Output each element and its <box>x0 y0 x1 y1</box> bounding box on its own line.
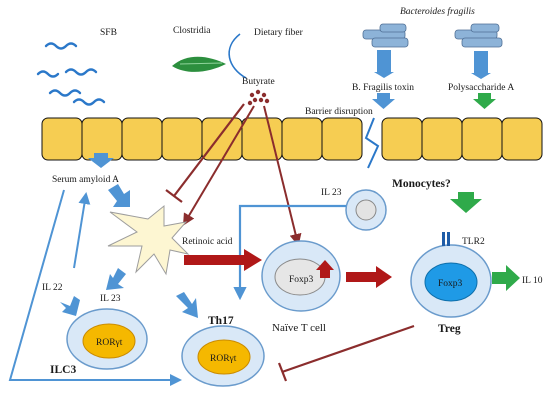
sfb-bacteria-icon <box>36 42 106 106</box>
dietary-fiber-icon <box>228 33 247 79</box>
butyrate-to-dc-arrow <box>182 105 255 226</box>
label-bacteroides: Bacteroides fragilis <box>400 6 475 17</box>
treg-cell <box>410 244 492 318</box>
label-tlr2: TLR2 <box>462 237 485 247</box>
label-foxp3-treg: Foxp3 <box>438 279 463 289</box>
label-sfb: SFB <box>100 28 117 38</box>
saa-arrow <box>108 184 130 207</box>
tlr2-receptor-icon <box>442 232 450 246</box>
ilc3-cell <box>66 308 148 370</box>
sfb-down-arrow <box>88 153 114 168</box>
retinoic-acid-arrow <box>184 249 262 271</box>
il23-monocyte-line <box>233 204 346 301</box>
naive-to-treg-arrow <box>346 266 392 288</box>
label-saa: Serum amyloid A <box>52 175 119 185</box>
label-ilc3: ILC3 <box>50 364 76 376</box>
butyrate-to-foxp3-arrow <box>263 105 302 246</box>
label-ror-th17: RORγt <box>210 354 237 364</box>
bacteroides-right-icon <box>454 23 503 48</box>
dc-to-th17-arrow <box>176 292 198 318</box>
label-barrier: Barrier disruption <box>305 107 373 117</box>
label-clostridia: Clostridia <box>173 26 211 36</box>
ilc3-il22-arrow <box>60 296 80 316</box>
label-dietary-fiber: Dietary fiber <box>254 27 304 38</box>
label-treg: Treg <box>438 323 461 335</box>
label-il10: IL 10 <box>522 276 543 286</box>
saa-loop-line <box>8 189 182 386</box>
il22-line <box>73 192 91 269</box>
label-bf-toxin: B. Fragilis toxin <box>352 83 414 93</box>
monocyte-cell <box>345 189 387 231</box>
label-naive: Naïve T cell <box>272 322 326 334</box>
arrow-bf-toxin <box>374 50 394 78</box>
label-il22: IL 22 <box>42 283 63 293</box>
label-th17: Th17 <box>208 315 234 327</box>
dc-to-ilc3-arrow <box>106 268 126 290</box>
butyrate-dots-icon <box>247 89 270 106</box>
label-butyrate: Butyrate <box>242 77 275 87</box>
naive-t-cell <box>261 240 341 312</box>
th17-cell <box>181 325 265 387</box>
label-foxp3-naive: Foxp3 <box>289 275 314 285</box>
barrier-disruption-icon <box>364 117 380 169</box>
label-il23-top: IL 23 <box>321 188 342 198</box>
clostridia-bacteria-icon <box>172 56 226 72</box>
epithelium-layer <box>41 117 543 161</box>
arrow-polysaccharide <box>471 51 491 79</box>
label-polysaccharide: Polysaccharide A <box>448 83 514 93</box>
toxin-down-arrow <box>372 93 395 109</box>
psa-down-arrow <box>473 93 496 109</box>
label-ror-ilc3: RORγt <box>96 338 123 348</box>
bacteroides-left-icon <box>362 23 409 48</box>
monocyte-green-arrow <box>450 192 482 213</box>
label-monocytes: Monocytes? <box>392 178 451 190</box>
foxp3-up-arrow <box>316 260 334 278</box>
il10-arrow <box>492 265 520 291</box>
butyrate-inhibit-line <box>173 103 245 197</box>
label-il23-bottom: IL 23 <box>100 294 121 304</box>
treg-inhibit-line <box>281 324 415 374</box>
label-retinoic: Retinoic acid <box>182 237 233 247</box>
dendritic-cell <box>107 204 190 276</box>
